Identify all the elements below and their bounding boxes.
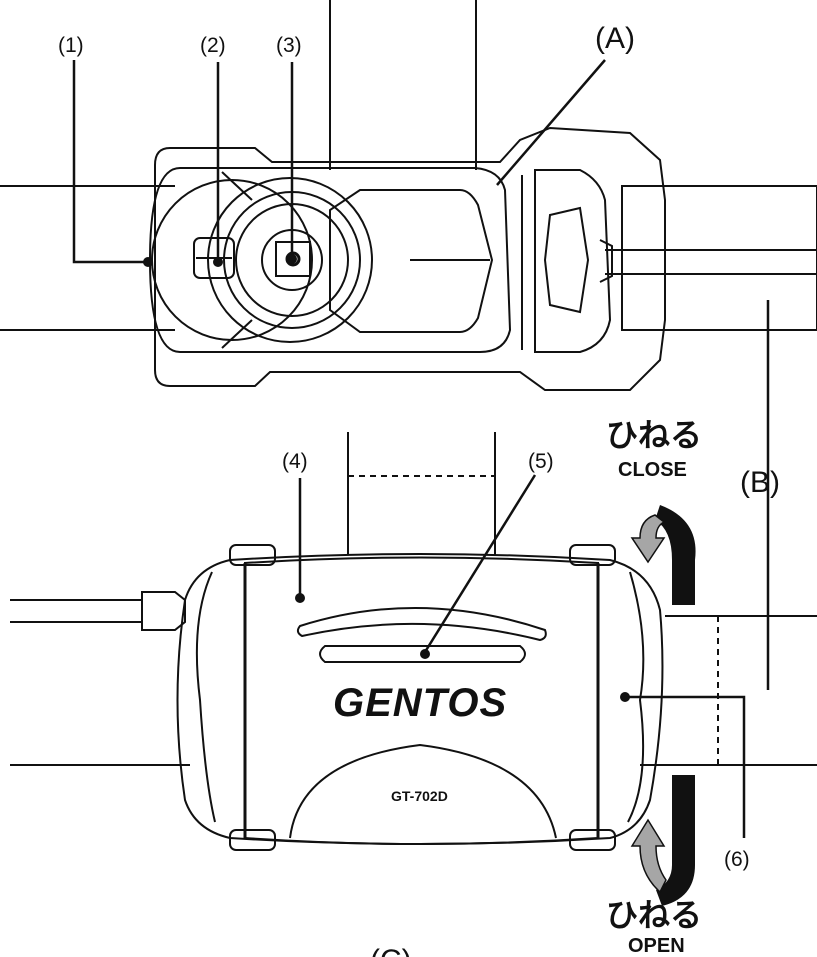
close-arrow-gray <box>630 514 666 564</box>
corner-tab <box>569 544 616 566</box>
strap-band <box>621 185 817 331</box>
light-slot <box>296 607 547 642</box>
leader-dot-5 <box>420 649 430 659</box>
cable-plug <box>141 591 186 631</box>
mount-bracket <box>154 126 666 391</box>
open-label-jp: ひねる <box>606 896 702 934</box>
leader-dot-2 <box>213 257 223 267</box>
close-label-jp: ひねる <box>606 416 702 454</box>
brand-logo: GENTOS <box>333 681 507 725</box>
rear-housing <box>534 169 612 353</box>
callout-4: (4) <box>282 450 308 473</box>
callout-B: (B) <box>740 466 780 499</box>
corner-tab <box>229 829 276 851</box>
corner-tab <box>569 829 616 851</box>
leader-dot-6 <box>620 692 630 702</box>
front-view <box>10 300 817 851</box>
close-label-en: CLOSE <box>618 459 687 481</box>
leader-dot-3 <box>287 254 297 264</box>
seam <box>221 171 253 201</box>
leader-6 <box>625 695 746 838</box>
switch-tab <box>193 237 235 279</box>
top-view <box>0 0 817 391</box>
callout-C: (C) <box>370 944 412 957</box>
leader-1 <box>72 60 148 264</box>
cable <box>605 249 817 275</box>
callout-3: (3) <box>276 34 302 57</box>
callout-A: (A) <box>595 22 635 55</box>
open-arrow-gray <box>630 818 667 894</box>
sensor-cover <box>329 189 494 333</box>
front-leader-dots <box>295 593 630 702</box>
open-arc-dark <box>656 775 695 906</box>
head-body <box>148 167 512 353</box>
lens-ring-mid <box>207 177 373 343</box>
rear-knob <box>543 206 590 314</box>
top-leaders <box>72 59 606 264</box>
cable-plug <box>599 239 613 283</box>
lower-dome <box>289 743 557 839</box>
leader-dot-4 <box>295 593 305 603</box>
top-leader-dots <box>143 254 297 267</box>
close-arc-dark <box>655 505 696 605</box>
leader-5 <box>423 474 537 653</box>
close-rotation-arrow <box>630 505 696 605</box>
device-body <box>176 553 664 845</box>
callout-2: (2) <box>200 34 226 57</box>
right-grip <box>627 571 645 823</box>
model-number: GT-702D <box>391 788 448 804</box>
leader-A <box>496 59 606 186</box>
open-rotation-arrow <box>630 775 695 906</box>
left-grip <box>195 571 216 823</box>
open-label-en: OPEN <box>628 935 685 957</box>
callout-1: (1) <box>58 34 84 57</box>
leader-dot-1 <box>143 257 153 267</box>
callout-5: (5) <box>528 450 554 473</box>
front-leaders <box>298 474 746 838</box>
corner-tab <box>229 544 276 566</box>
sensor-slot <box>319 645 526 663</box>
callout-6: (6) <box>724 848 750 871</box>
seam <box>221 319 253 349</box>
